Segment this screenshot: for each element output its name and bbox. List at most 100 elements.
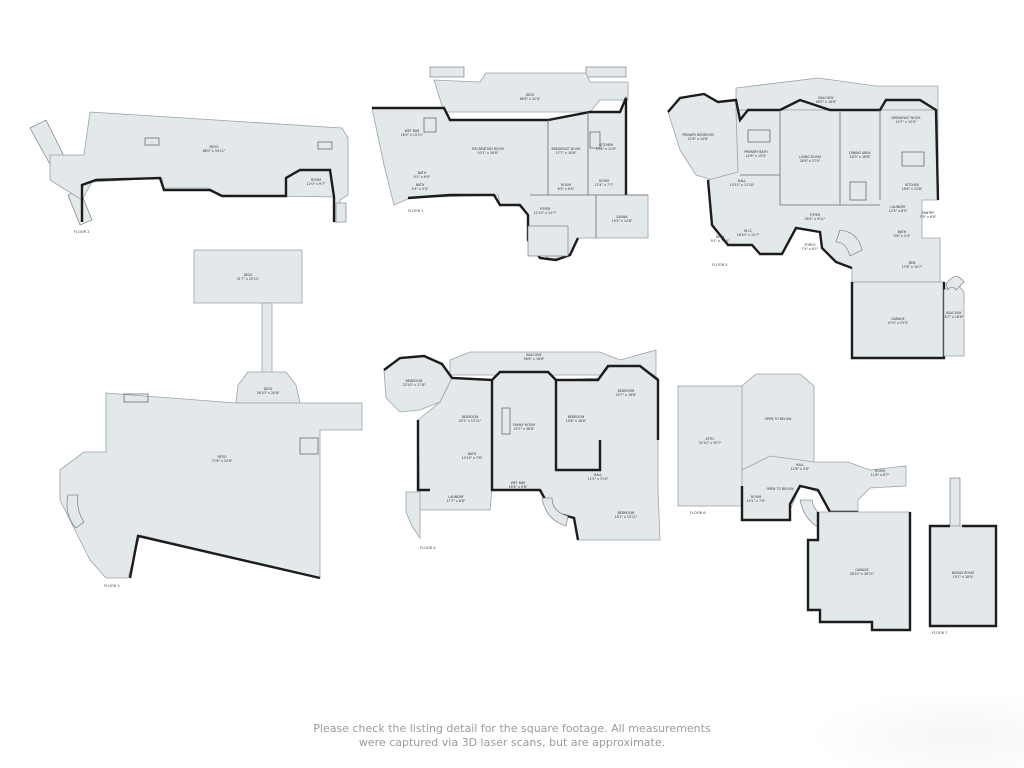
floor-6-room-label: ROOM <box>875 469 885 473</box>
floor-1-wall-outer <box>372 97 628 195</box>
floor-4-bedroom4-label: BEDROOM <box>618 389 635 393</box>
floor-5-balcony <box>735 77 939 111</box>
floor-5-garage-dim: 47'0" x 23'5" <box>888 321 909 325</box>
floor-6-open-label: OPEN TO BELOW <box>765 417 793 421</box>
floor-6-room2-label: ROOM <box>751 495 761 499</box>
floor-3-railing-1 <box>123 393 149 403</box>
floor-5-hall-dim: 15'11" x 11'10" <box>730 183 755 187</box>
floor-6-garage-dim: 28'10" x 36'11" <box>850 572 875 576</box>
floor-1-sauna-label: SAUNA <box>616 215 628 219</box>
floor-1-deck-dim: 66'8" x 22'0" <box>520 97 541 101</box>
floor-5-bath-dim: 9'8" x 5'4" <box>894 234 911 238</box>
floor-4-bedroom2-label: BEDROOM <box>462 415 479 419</box>
floor-4-label: FLOOR 4 <box>420 546 436 550</box>
floor-3-deck-label: DECK <box>264 387 274 391</box>
floor-4-bedroom1-label: BEDROOM <box>406 379 423 383</box>
floor-6-room2-dim: 10'1" x 7'9" <box>747 499 766 503</box>
floor-2-room-label: ROOM <box>311 178 321 182</box>
floor-6-garage-label: GARAGE <box>855 568 868 572</box>
floor-5-pantry-label: PANTRY <box>922 211 934 215</box>
floor-1-breakfast-dim: 17'7" x 16'8" <box>556 151 577 155</box>
floor-5-kitchen-island <box>901 151 925 167</box>
floor-1-wetbar-label: WET BAR <box>405 129 420 133</box>
floor-5-primary-bath-label: PRIMARY BATH <box>744 150 768 154</box>
floor-4-laundry-dim: 17'7" x 8'8" <box>447 499 466 503</box>
floor-7-wall <box>928 524 998 628</box>
floor-5-primary-bed-label: PRIMARY BEDROOM <box>682 133 714 137</box>
floor-1-wetbar-dim: 16'0" x 15'11" <box>401 133 424 137</box>
floor-5-label: FLOOR 5 <box>712 263 728 267</box>
floor-1-kitchen-dim: 15'8" x 12'8" <box>596 147 617 151</box>
floor-2-patio-dim: 88'0" x 34'11" <box>203 149 226 153</box>
disclaimer-line-2: were captured via 3D laser scans, but ar… <box>358 736 666 749</box>
floor-5-desk-dim: 9'1" x 7'10" <box>711 239 730 243</box>
disclaimer-text: Please check the listing detail for the … <box>262 722 762 750</box>
floor-1-recreation-dim: 43'1" x 26'8" <box>478 151 499 155</box>
floor-6-attic-label: ATTIC <box>706 437 716 441</box>
floor-5-desk-label: DESK <box>716 235 725 239</box>
floor-6-hall-label: HALL <box>796 463 804 467</box>
floor-3-railing-2 <box>299 437 319 455</box>
floor-5-kitchen-label: KITCHEN <box>905 183 919 187</box>
floor-3-deck-top <box>193 249 303 304</box>
floor-5-porch-label: PORCH <box>804 243 816 247</box>
floor-2-patio <box>49 111 349 223</box>
floor-4-bath-label: BATH <box>468 452 477 456</box>
floor-5-bathtub <box>747 129 771 143</box>
floor-1-deck <box>433 72 629 113</box>
floor-5-balcony-stairs <box>945 276 965 291</box>
floor-5-balcony-label: BALCONY <box>818 96 833 100</box>
floor-6-open2-label: OPEN TO BELOW <box>767 487 795 491</box>
floor-1-recreation-label: RECREATION ROOM <box>472 147 504 151</box>
floor-1-deck-label: DECK <box>526 93 536 97</box>
floor-4-wall-outer <box>383 354 660 440</box>
floor-5-primary-bed-dim: 22'8" x 24'8" <box>688 137 709 141</box>
floor-5-balcony2-label: BALCONY <box>946 311 961 315</box>
floor-6-attic-dim: 32'10" x 35'7" <box>699 441 722 445</box>
floor-6-hall-wall <box>740 484 858 522</box>
floor-7-plan: BONUS ROOM 19'7" x 28'0" FLOOR 7 <box>928 477 998 635</box>
floor-5-hall-label: HALL <box>738 179 746 183</box>
floor-1-breakfast-label: BREAKFAST NOOK <box>552 147 582 151</box>
floor-4-bath-dim: 10'10" x 7'8" <box>462 456 483 460</box>
floor-4-fireplace <box>501 407 511 435</box>
floor-5-living-dim: 26'6" x 27'0" <box>800 159 821 163</box>
watermark-logo <box>810 690 1024 768</box>
floor-1-plan: DECK 66'8" x 22'0" WET BAR 16'0" x 15'11… <box>371 66 649 262</box>
floor-6-attic <box>677 385 743 507</box>
floor-4-bedroom3-label: BEDROOM <box>568 415 585 419</box>
floor-5-balcony-dim: 46'0" x 16'6" <box>816 100 837 104</box>
floor-2-plan: PATIO 88'0" x 34'11" ROOM 12'0" x 9'7" F… <box>29 111 349 234</box>
floor-6-hall-dim: 12'8" x 5'8" <box>791 467 810 471</box>
floor-2-stairs-right <box>335 202 347 223</box>
floor-1-wetbar-counter <box>423 117 437 133</box>
floor-4-wetbar-dim: 16'8" x 9'8" <box>509 485 528 489</box>
floor-4-bedroom5-dim: 18'1" x 15'11" <box>615 515 638 519</box>
floor-2-table <box>144 137 160 146</box>
floor-1-bath-label: BATH <box>418 171 427 175</box>
floor-5-porch-dim: 7'4" x 6'1" <box>802 247 819 251</box>
floor-1-sauna-dim: 19'2" x 14'8" <box>612 219 633 223</box>
floor-5-den-dim: 17'6" x 10'7" <box>902 265 923 269</box>
floor-3-deck-dim: 26'10" x 20'8" <box>257 391 280 395</box>
floor-1-bath2-label: BATH <box>416 183 425 187</box>
floor-3-wall <box>128 534 321 580</box>
floor-1-bath-dim: 9'1" x 6'0" <box>414 175 431 179</box>
floor-4-balcony-label: BALCONY <box>526 353 541 357</box>
floor-4-wetbar-label: WET BAR <box>511 481 526 485</box>
floor-5-garage-label: GARAGE <box>891 317 904 321</box>
floor-4-laundry-label: LAUNDRY <box>448 495 463 499</box>
floor-4-hall-label: HALL <box>594 473 602 477</box>
floor-4-balcony-dim: 58'8" x 16'8" <box>524 357 545 361</box>
floor-1-label: FLOOR 1 <box>408 209 424 213</box>
floor-4-lower-left <box>405 491 421 540</box>
floor-5-dining-table <box>849 181 867 201</box>
floor-4-bedroom1-dim: 22'10" x 17'8" <box>403 383 426 387</box>
floor-5-breakfast-label: BREAKFAST NOOK <box>892 116 922 120</box>
floor-4-stairs <box>541 497 569 527</box>
floor-4-family-dim: 20'7" x 38'8" <box>514 427 535 431</box>
floor-3-deck-top-dim: 31'7" x 20'11" <box>237 277 260 281</box>
floor-5-dining-label: DINING AREA <box>849 151 871 155</box>
floor-5-breakfast-dim: 10'7" x 10'0" <box>896 120 917 124</box>
floor-3-label: FLOOR 3 <box>104 584 120 588</box>
